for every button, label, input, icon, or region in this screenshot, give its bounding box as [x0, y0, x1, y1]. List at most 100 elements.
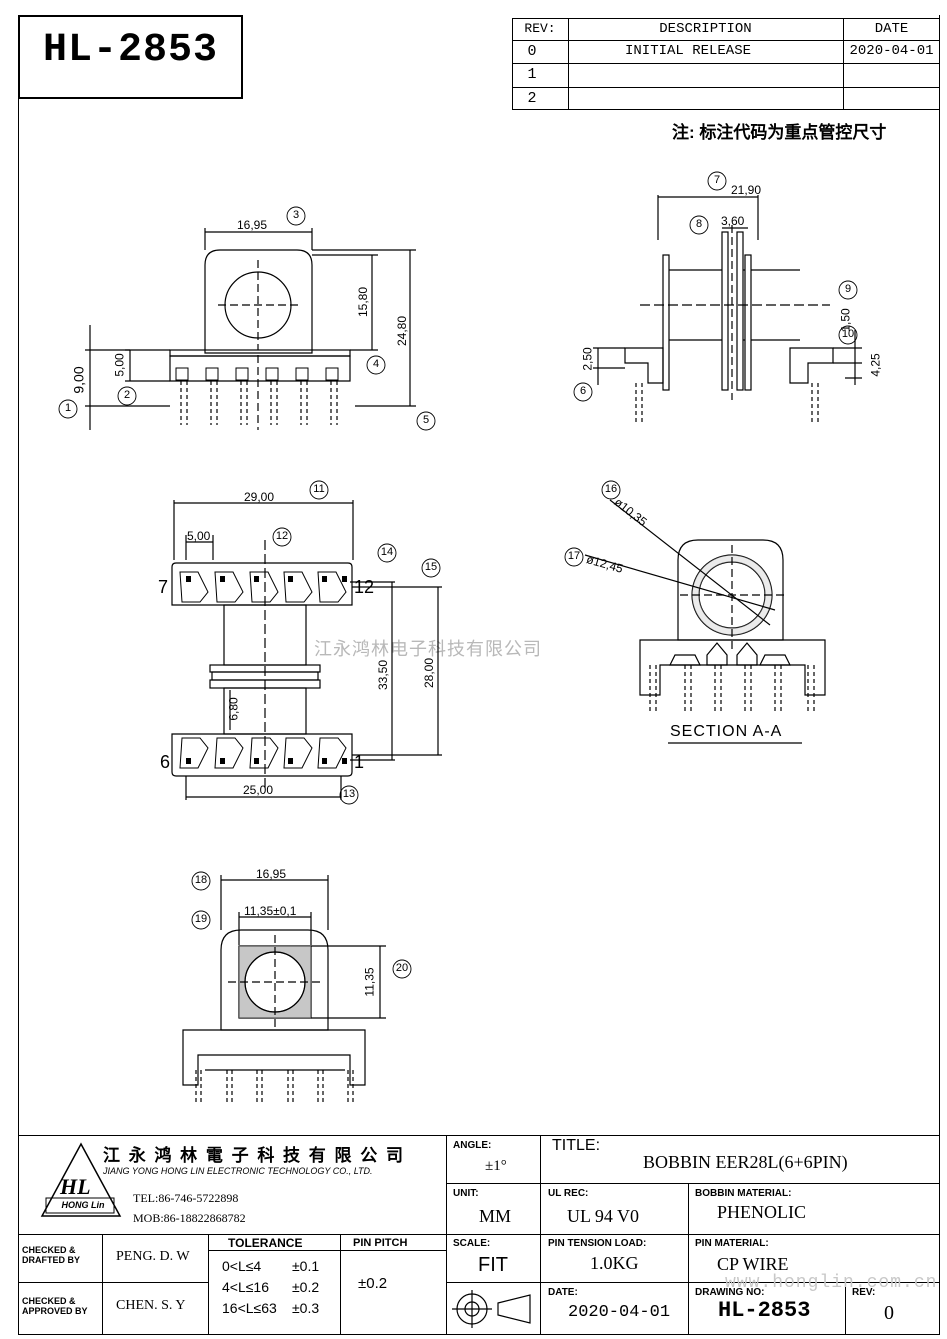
callout-13: 13	[342, 788, 356, 800]
callout-2: 2	[123, 389, 131, 401]
section-label: SECTION A-A	[670, 723, 783, 740]
website-watermark: www.honglin.com.cn	[725, 1273, 938, 1293]
company-logo	[40, 1142, 122, 1217]
tol-range-1: 4<L≤16	[222, 1279, 270, 1295]
scale-label: SCALE:	[453, 1238, 491, 1249]
checked-drafted-value: PENG. D. W	[116, 1249, 190, 1264]
callout-19: 19	[194, 913, 208, 925]
tol-range-2: 16<L≤63	[222, 1300, 277, 1316]
dim-v5-inner-w: 11,35±0,1	[244, 904, 297, 918]
callout-1: 1	[64, 402, 72, 414]
view-top-plan	[182, 875, 386, 1105]
watermark: 江永鸿林电子科技有限公司	[314, 639, 542, 659]
dim-v3-pin-span: 25,00	[243, 783, 274, 797]
rev-label: REV:	[852, 1287, 876, 1298]
checked-approved-label: CHECKED & APPROVED BY	[22, 1296, 88, 1316]
tol-range-0: 0<L≤4	[222, 1258, 262, 1274]
company-name-en: JIANG YONG HONG LIN ELECTRONIC TECHNOLOG…	[103, 1166, 373, 1176]
dim-v1-pin-len: 9,00	[70, 366, 87, 394]
company-name-cn: 江 永 鸿 林 電 子 科 技 有 限 公 司	[103, 1146, 405, 1165]
company-mob: MOB:86-18822868782	[133, 1211, 246, 1225]
dim-v3-height: 33,50	[376, 659, 391, 691]
rev-header: REV:	[524, 21, 556, 36]
pin-label-6: 6	[160, 752, 171, 772]
callout-17: 17	[567, 550, 581, 562]
pin-pitch-value: ±0.2	[358, 1275, 388, 1292]
drawing-number-box	[18, 15, 243, 99]
view-section-a-a	[584, 499, 826, 744]
callout-12: 12	[275, 530, 289, 542]
pin-material-value: CP WIRE	[717, 1254, 789, 1274]
rev-row-1: 1	[527, 66, 537, 83]
angle-label: ANGLE:	[453, 1140, 492, 1151]
control-note: 注: 标注代码为重点管控尺寸	[672, 123, 887, 142]
dim-v3-core: 6,80	[226, 697, 241, 721]
dim-v2-lip: 4,25	[868, 353, 883, 377]
unit-label: UNIT:	[453, 1188, 479, 1199]
callout-5: 5	[422, 414, 430, 426]
callout-6: 6	[579, 385, 587, 397]
rev-value: 0	[884, 1302, 894, 1324]
dim-v2-width: 21,90	[731, 183, 762, 197]
callout-10: 10	[841, 328, 855, 340]
title-label: TITLE:	[552, 1137, 601, 1154]
rev-row-0: 0	[527, 43, 537, 60]
dim-v1-width: 16,95	[237, 218, 268, 232]
dim-v3-inner: 28,00	[422, 657, 437, 689]
drawing-no-label: DRAWING NO:	[695, 1287, 765, 1298]
rev-row-2: 2	[527, 90, 537, 107]
company-tel: TEL:86-746-5722898	[133, 1191, 239, 1205]
pin-tension-value: 1.0KG	[590, 1253, 639, 1273]
pin-tension-label: PIN TENSION LOAD:	[548, 1238, 647, 1249]
bobbin-material-value: PHENOLIC	[717, 1202, 806, 1222]
pin-label-12: 12	[354, 577, 375, 597]
ul-label: UL REC:	[548, 1188, 589, 1199]
dim-v5-inner-h: 11,35	[362, 967, 377, 997]
pin-pitch-label: PIN PITCH	[353, 1237, 408, 1249]
view-side-elevation	[593, 195, 862, 425]
dim-v3-width: 29,00	[244, 490, 275, 504]
logo-text: HL	[60, 1174, 91, 1199]
angle-value: ±1°	[485, 1158, 507, 1174]
bobbin-material-label: BOBBIN MATERIAL:	[695, 1188, 792, 1199]
drawing-no-value: HL-2853	[718, 1298, 811, 1323]
logo-sub: HONG Lin	[61, 1200, 105, 1210]
callout-7: 7	[713, 174, 721, 186]
callout-15: 15	[424, 561, 438, 573]
dim-v1-base: 5,00	[112, 353, 127, 377]
checked-approved-value: CHEN. S. Y	[116, 1298, 186, 1313]
dim-v2-flange: 1,50	[838, 308, 853, 332]
callout-18: 18	[194, 874, 208, 886]
ul-value: UL 94 V0	[567, 1206, 639, 1226]
tol-value-1: ±0.2	[292, 1279, 320, 1295]
tolerance-label: TOLERANCE	[228, 1236, 303, 1250]
unit-value: MM	[479, 1206, 512, 1226]
projection-symbol-icon	[452, 1290, 531, 1328]
callout-4: 4	[372, 358, 380, 370]
description-header: DESCRIPTION	[659, 21, 752, 37]
view-front-elevation	[85, 228, 416, 430]
date-value: 2020-04-01	[568, 1303, 671, 1322]
callout-14: 14	[380, 546, 394, 558]
callout-circles	[58, 171, 858, 979]
drawing-views	[58, 171, 862, 1105]
dim-v2-base: 2,50	[580, 347, 595, 371]
dim-v5-width: 16,95	[256, 867, 287, 881]
dim-v1-h-total: 24,80	[395, 315, 410, 347]
callout-3: 3	[292, 209, 300, 221]
callout-16: 16	[604, 483, 618, 495]
dim-v1-h-inner: 15,80	[356, 286, 371, 318]
view-bottom	[171, 500, 442, 800]
pin-material-label: PIN MATERIAL:	[695, 1238, 769, 1249]
callout-20: 20	[395, 962, 409, 974]
dim-v2-gap: 3,60	[721, 214, 745, 228]
tol-value-0: ±0.1	[292, 1258, 320, 1274]
title-value: BOBBIN EER28L(6+6PIN)	[643, 1152, 848, 1172]
callout-11: 11	[313, 483, 325, 495]
drawing-number: HL-2853	[42, 28, 219, 73]
dim-v3-pitch: 5,00	[187, 529, 211, 543]
callout-8: 8	[695, 218, 703, 230]
checked-drafted-label: CHECKED & DRAFTED BY	[22, 1245, 80, 1265]
pin-label-1: 1	[354, 752, 365, 772]
date-header: DATE	[874, 21, 909, 37]
